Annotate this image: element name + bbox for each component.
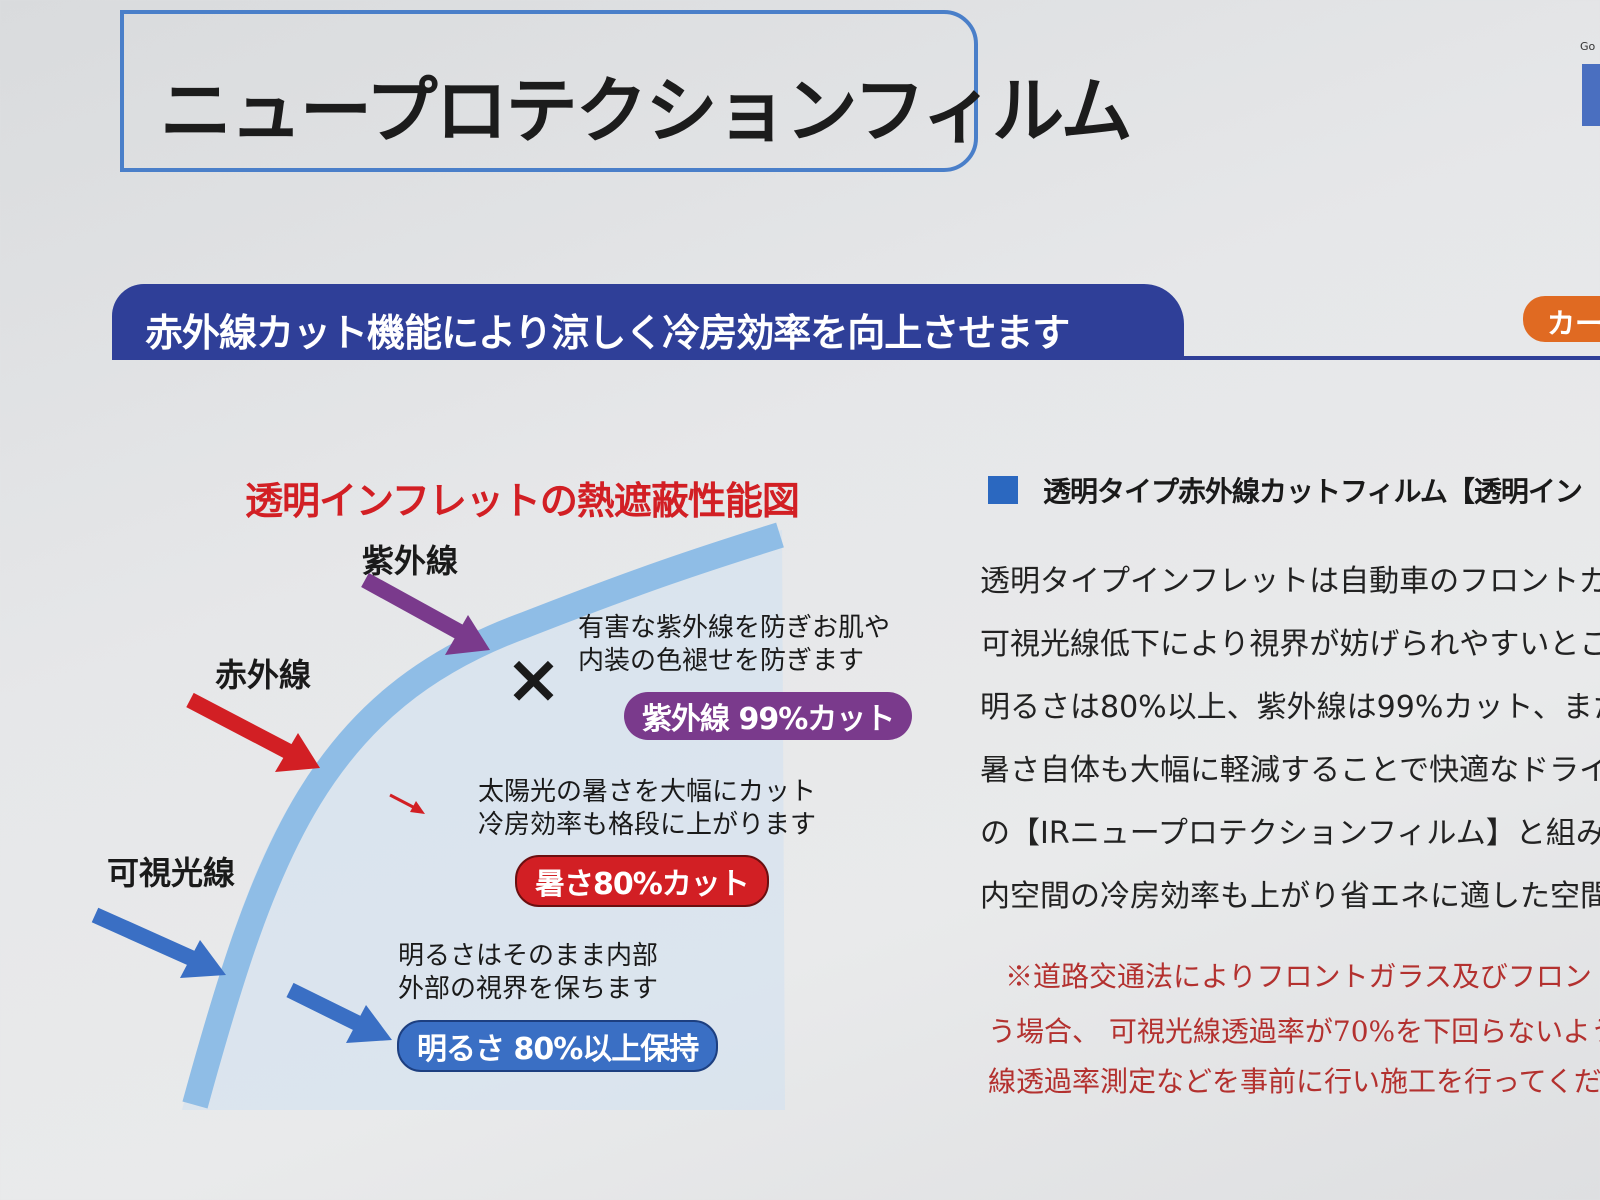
paragraph-line: の【IRニュープロテクションフィルム】と組み合わ bbox=[980, 816, 1600, 851]
uv-arrow bbox=[361, 572, 490, 655]
visible-description: 明るさはそのまま内部 外部の視界を保ちます bbox=[398, 940, 658, 1006]
category-tab[interactable]: カー bbox=[1523, 296, 1600, 342]
legal-note-line: ※道路交通法によりフロントガラス及びフロントドア bbox=[1005, 960, 1600, 993]
paragraph-line: 透明タイプインフレットは自動車のフロントガラス bbox=[980, 564, 1600, 599]
page-title: ニュープロテクションフィルム bbox=[160, 69, 1133, 153]
uv-label: 紫外線 bbox=[362, 542, 459, 580]
desc-line: 冷房効率も格段に上がります bbox=[478, 810, 817, 840]
legal-note-line: 線透過率測定などを事前に行い施工を行ってくださ bbox=[988, 1065, 1600, 1098]
visible-arrow-out bbox=[286, 982, 392, 1043]
paragraph-line: 内空間の冷房効率も上がり省エネに適した空間 bbox=[980, 879, 1600, 914]
title-frame bbox=[120, 10, 978, 172]
section-banner bbox=[112, 284, 1184, 360]
blocked-mark: × bbox=[505, 640, 562, 719]
banner-rule bbox=[112, 356, 1600, 360]
bullet-square-icon bbox=[988, 476, 1018, 504]
desc-line: 明るさはそのまま内部 bbox=[398, 941, 659, 971]
diagram-title: 透明インフレットの熱遮蔽性能図 bbox=[245, 479, 800, 523]
film-curve bbox=[182, 522, 784, 1109]
desc-line: 太陽光の暑さを大幅にカット bbox=[478, 777, 817, 807]
ir-arrow bbox=[186, 692, 320, 772]
corner-logo bbox=[1582, 64, 1600, 126]
paragraph-line: 暑さ自体も大幅に軽減することで快適なドライブ bbox=[980, 753, 1600, 788]
film-band bbox=[182, 530, 785, 1110]
desc-line: 有害な紫外線を防ぎお肌や bbox=[578, 613, 891, 643]
uv-description: 有害な紫外線を防ぎお肌や 内装の色褪せを防ぎます bbox=[578, 612, 890, 678]
ir-badge: 暑さ80%カット bbox=[515, 855, 769, 907]
ir-label: 赤外線 bbox=[215, 656, 312, 694]
paragraph-line: 可視光線低下により視界が妨げられやすいところ bbox=[980, 627, 1600, 662]
section-heading: 赤外線カット機能により涼しく冷房効率を向上させます bbox=[145, 311, 1070, 355]
paragraph-line: 明るさは80%以上、紫外線は99%カット、また bbox=[980, 690, 1600, 725]
desc-line: 内装の色褪せを防ぎます bbox=[578, 646, 865, 676]
ir-arrow-small bbox=[389, 793, 425, 814]
visible-badge: 明るさ 80%以上保持 bbox=[397, 1020, 719, 1072]
desc-line: 外部の視界を保ちます bbox=[398, 974, 659, 1004]
visible-arrow-in bbox=[91, 907, 226, 978]
product-heading: 透明タイプ赤外線カットフィルム【透明イン bbox=[1043, 475, 1583, 508]
legal-note-line: う場合、 可視光線透過率が70%を下回らないように bbox=[988, 1015, 1600, 1048]
uv-badge: 紫外線 99%カット bbox=[624, 692, 913, 740]
corner-label: Go bbox=[1580, 40, 1596, 53]
visible-label: 可視光線 bbox=[107, 854, 236, 892]
ir-description: 太陽光の暑さを大幅にカット 冷房効率も格段に上がります bbox=[478, 776, 816, 842]
